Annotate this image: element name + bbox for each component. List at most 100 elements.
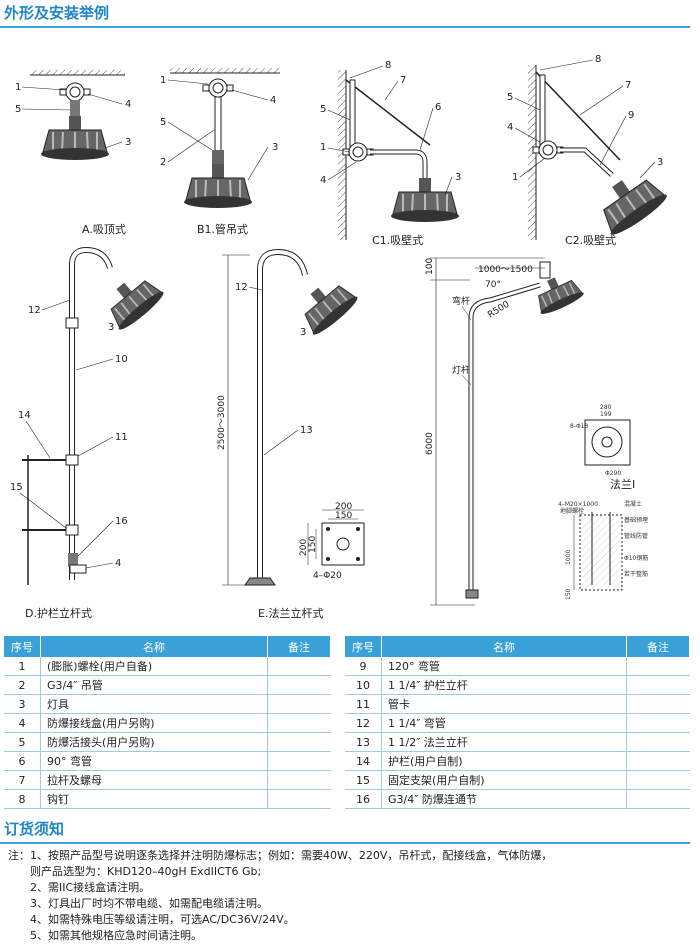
svg-text:Φ290: Φ290 [605, 470, 621, 477]
note-1: 注：1、按照产品型号说明逐条选择并注明防爆标志；例如：需要40W、220V，吊杆… [8, 849, 553, 862]
svg-text:法兰Ⅰ: 法兰Ⅰ [610, 477, 635, 491]
col-remark: 备注 [267, 636, 331, 657]
section-title: 订货须知 [4, 820, 65, 838]
svg-text:地脚螺栓: 地脚螺栓 [560, 507, 584, 515]
svg-text:9: 9 [628, 110, 634, 121]
svg-text:5: 5 [507, 92, 513, 103]
note-2: 2、需IIC接线盒请注明。 [30, 881, 151, 894]
svg-text:1: 1 [512, 172, 518, 183]
svg-text:弯杆: 弯杆 [452, 295, 470, 307]
svg-text:3: 3 [657, 157, 663, 168]
svg-text:12: 12 [28, 305, 41, 316]
svg-text:7: 7 [400, 75, 406, 86]
note-4: 4、如需特殊电压等级请注明，可选AC/DC36V/24V。 [30, 913, 295, 926]
svg-text:混凝土: 混凝土 [624, 500, 642, 508]
svg-text:3: 3 [272, 142, 278, 153]
svg-text:3: 3 [300, 327, 306, 338]
svg-text:5: 5 [160, 117, 166, 128]
figure-e-caption: E.法兰立杆式 [258, 606, 323, 620]
svg-text:15: 15 [10, 482, 23, 493]
svg-text:14: 14 [18, 410, 31, 421]
svg-text:16: 16 [115, 516, 128, 527]
svg-text:150: 150 [335, 511, 352, 521]
note-1-cont: 则产品选型为：KHD120–40gH ExdIICT6 Gb; [30, 865, 262, 878]
figure-d-caption: D.护栏立杆式 [25, 606, 92, 620]
figure-a-ceiling-mount: 1 5 4 3 A.吸顶式 [15, 70, 131, 236]
svg-text:4–Φ20: 4–Φ20 [313, 571, 342, 581]
svg-text:基础预埋: 基础预埋 [624, 516, 648, 524]
figure-c1-caption: C1.吸壁式 [372, 233, 423, 247]
col-no: 序号 [345, 636, 382, 657]
svg-text:管线防管: 管线防管 [624, 532, 648, 540]
installation-drawings: 1 5 4 3 A.吸顶式 1 5 4 2 3 B1.管吊式 [10, 54, 672, 620]
svg-text:4: 4 [270, 95, 276, 106]
svg-text:灯杆: 灯杆 [452, 364, 470, 376]
svg-text:1000～1500: 1000～1500 [478, 265, 533, 275]
note-5: 5、如需其他规格应急时间请注明。 [30, 929, 202, 942]
figure-b1-caption: B1.管吊式 [197, 222, 248, 236]
flange-plate-e: 200 150 200 150 4–Φ20 [299, 502, 365, 581]
svg-text:70°: 70° [485, 280, 501, 290]
figure-c2-wall-mount: 8 7 9 5 4 1 3 C2.吸壁式 [507, 54, 672, 247]
section-title: 外形及安装举例 [4, 4, 110, 22]
col-name: 名称 [40, 636, 268, 657]
figure-street-pole: 100 1000～1500 70° R500 弯杆 灯杆 6000 280 19… [425, 258, 648, 606]
svg-text:若干整筋: 若干整筋 [624, 570, 648, 578]
col-remark: 备注 [626, 636, 690, 657]
figure-b1-pendant: 1 5 4 2 3 B1.管吊式 [160, 68, 280, 236]
svg-text:8: 8 [595, 54, 601, 65]
col-no: 序号 [4, 636, 41, 657]
figure-e-flange-pole: 2500～3000 12 3 13 200 150 200 150 4–Φ20 … [217, 248, 365, 620]
svg-text:13: 13 [300, 425, 313, 436]
svg-text:4: 4 [507, 122, 513, 133]
svg-text:1: 1 [15, 82, 21, 93]
svg-text:1: 1 [320, 142, 326, 153]
svg-text:8-Φ18: 8-Φ18 [570, 423, 589, 430]
svg-text:150: 150 [565, 588, 572, 600]
svg-text:7: 7 [625, 80, 631, 91]
svg-text:1: 1 [160, 75, 166, 86]
svg-text:Φ10钢筋: Φ10钢筋 [624, 554, 648, 562]
flange-plate-pole: 280 199 8-Φ18 Φ290 法兰Ⅰ [570, 404, 635, 491]
svg-text:3: 3 [108, 322, 114, 333]
svg-text:200: 200 [299, 539, 309, 556]
table-row: 1(膨胀)螺栓(用户自备) [4, 657, 331, 676]
svg-text:6: 6 [435, 102, 441, 113]
svg-text:8: 8 [385, 60, 391, 71]
svg-text:199: 199 [600, 411, 612, 418]
svg-text:2: 2 [160, 157, 166, 168]
svg-text:4: 4 [125, 99, 131, 110]
svg-text:2500～3000: 2500～3000 [217, 395, 227, 450]
figure-d-guardrail-pole: 12 3 10 14 11 15 16 4 D.护栏立杆式 [10, 246, 168, 620]
foundation-section: 4–M20×1000 地脚螺栓 混凝土 基础预埋 管线防管 Φ10钢筋 若干整筋… [558, 500, 648, 600]
svg-text:200: 200 [335, 502, 352, 512]
figure-c2-caption: C2.吸壁式 [565, 233, 616, 247]
svg-text:5: 5 [15, 104, 21, 115]
svg-text:3: 3 [125, 137, 131, 148]
svg-text:12: 12 [235, 282, 248, 293]
svg-text:1000: 1000 [565, 550, 572, 565]
section-header-appearance: 外形及安装举例 [0, 0, 690, 28]
svg-text:5: 5 [320, 104, 326, 115]
section-header-ordering: 订货须知 [0, 816, 690, 844]
svg-text:3: 3 [455, 172, 461, 183]
svg-text:R500: R500 [486, 300, 511, 321]
svg-text:4–M20×1000: 4–M20×1000 [558, 501, 598, 508]
svg-text:150: 150 [308, 536, 318, 553]
